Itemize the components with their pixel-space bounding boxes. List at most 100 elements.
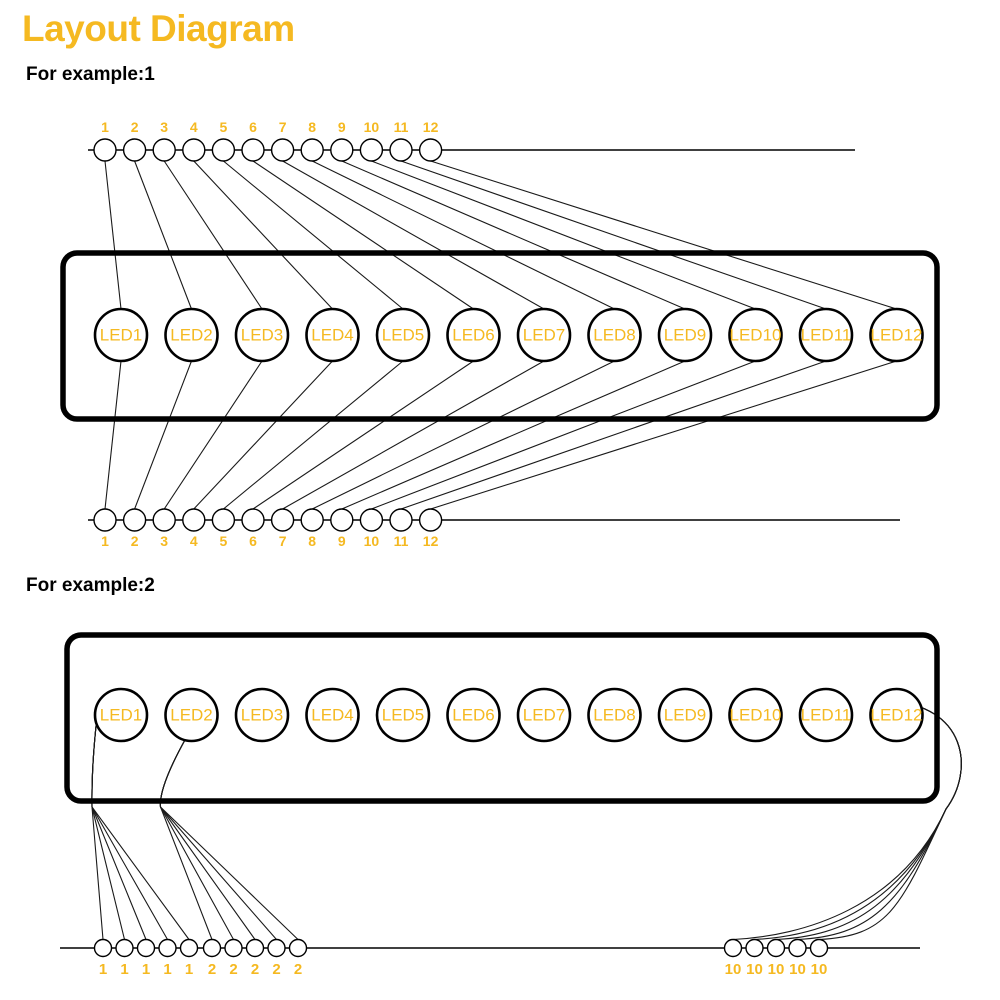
connector-pin[interactable] xyxy=(330,508,354,532)
connector-pin[interactable] xyxy=(241,138,265,162)
led-circle[interactable] xyxy=(375,307,431,363)
led-circle[interactable] xyxy=(728,307,783,363)
connector-pin[interactable] xyxy=(211,138,236,162)
connector-pin-label: 12 xyxy=(423,119,439,135)
wire-led2-to-pin xyxy=(159,738,299,940)
connector-pin[interactable] xyxy=(270,138,295,162)
wire-top-to-led xyxy=(163,160,263,310)
led-circle[interactable] xyxy=(657,687,713,743)
led-label: LED9 xyxy=(664,705,707,724)
connector-pin-label: 7 xyxy=(279,119,287,135)
connector-pin[interactable] xyxy=(93,938,113,958)
connector-pin-label: 1 xyxy=(142,961,150,978)
led-label: LED3 xyxy=(241,325,284,344)
connector-pin-label: 1 xyxy=(185,961,193,978)
led-circle[interactable] xyxy=(446,687,501,743)
led-circle[interactable] xyxy=(869,687,924,743)
led-label: LED3 xyxy=(241,705,284,724)
connector-pin[interactable] xyxy=(152,508,176,532)
wire-led-to-bottom xyxy=(252,360,474,510)
led-label: LED8 xyxy=(593,325,636,344)
led-circle[interactable] xyxy=(234,687,290,743)
led-label: LED6 xyxy=(452,325,495,344)
led-circle[interactable] xyxy=(869,307,924,363)
connector-pin[interactable] xyxy=(158,938,177,958)
led-circle[interactable] xyxy=(587,687,642,743)
led-circle[interactable] xyxy=(657,307,713,363)
connector-pin[interactable] xyxy=(766,938,786,958)
connector-pin[interactable] xyxy=(202,938,222,958)
connector-pin-label: 10 xyxy=(746,961,763,978)
connector-pin-label: 6 xyxy=(249,119,257,135)
connector-pin[interactable] xyxy=(93,138,117,162)
connector-pin[interactable] xyxy=(136,938,156,958)
led-label: LED2 xyxy=(170,705,213,724)
connector-pin-label: 12 xyxy=(423,533,439,549)
connector-pin[interactable] xyxy=(389,138,413,162)
connector-pin-label: 2 xyxy=(131,119,139,135)
connector-pin[interactable] xyxy=(359,138,384,162)
connector-pin[interactable] xyxy=(267,938,286,958)
led-circle[interactable] xyxy=(164,687,219,743)
led-circle[interactable] xyxy=(516,687,572,743)
wire-led2-to-pin xyxy=(159,738,213,940)
connector-pin[interactable] xyxy=(245,938,265,958)
wire-top-to-led xyxy=(252,160,474,310)
connector-pin[interactable] xyxy=(224,938,243,958)
connector-pin-label: 1 xyxy=(120,961,128,978)
connector-pin-label: 2 xyxy=(229,961,237,978)
wire-led2-to-pin xyxy=(159,738,234,940)
led-circle[interactable] xyxy=(375,687,431,743)
connector-pin[interactable] xyxy=(122,508,147,532)
led-circle[interactable] xyxy=(93,687,149,743)
connector-pin-label: 10 xyxy=(725,961,742,978)
wire-led-to-bottom xyxy=(400,360,827,510)
led-circle[interactable] xyxy=(234,307,290,363)
connector-pin[interactable] xyxy=(288,938,308,958)
connector-pin[interactable] xyxy=(115,938,134,958)
wire-top-to-led xyxy=(104,160,122,310)
connector-pin[interactable] xyxy=(152,138,176,162)
led-circle[interactable] xyxy=(728,687,783,743)
connector-pin[interactable] xyxy=(241,508,265,532)
connector-pin[interactable] xyxy=(389,508,413,532)
connector-pin-label: 5 xyxy=(220,533,228,549)
connector-pin[interactable] xyxy=(330,138,354,162)
wire-led12-to-pin xyxy=(754,700,962,941)
led-circle[interactable] xyxy=(516,307,572,363)
wire-led-to-bottom xyxy=(104,360,122,510)
connector-pin[interactable] xyxy=(300,508,324,532)
led-label: LED1 xyxy=(100,705,143,724)
led-label: LED5 xyxy=(382,325,425,344)
led-circle[interactable] xyxy=(93,307,149,363)
connector-pin[interactable] xyxy=(122,138,147,162)
wire-top-to-led xyxy=(282,160,545,310)
led-circle[interactable] xyxy=(587,307,642,363)
connector-pin[interactable] xyxy=(359,508,384,532)
wire-top-to-led xyxy=(311,160,615,310)
connector-pin[interactable] xyxy=(93,508,117,532)
connector-pin[interactable] xyxy=(211,508,236,532)
connector-pin[interactable] xyxy=(182,138,206,162)
led-circle[interactable] xyxy=(446,307,501,363)
led-circle[interactable] xyxy=(305,687,360,743)
connector-pin[interactable] xyxy=(745,938,764,958)
example2-wire-group xyxy=(91,700,962,941)
connector-pin[interactable] xyxy=(723,938,743,958)
connector-pin[interactable] xyxy=(300,138,324,162)
connector-pin-label: 9 xyxy=(338,533,346,549)
led-circle[interactable] xyxy=(798,687,854,743)
connector-pin[interactable] xyxy=(418,508,443,532)
led-circle[interactable] xyxy=(305,307,360,363)
example2-board-outline xyxy=(64,632,940,804)
connector-pin[interactable] xyxy=(182,508,206,532)
wire-led2-to-pin xyxy=(159,738,256,940)
led-circle[interactable] xyxy=(164,307,219,363)
led-circle[interactable] xyxy=(798,307,854,363)
connector-pin[interactable] xyxy=(418,138,443,162)
connector-pin[interactable] xyxy=(809,938,829,958)
connector-pin[interactable] xyxy=(179,938,199,958)
connector-pin[interactable] xyxy=(788,938,807,958)
connector-pin[interactable] xyxy=(270,508,295,532)
